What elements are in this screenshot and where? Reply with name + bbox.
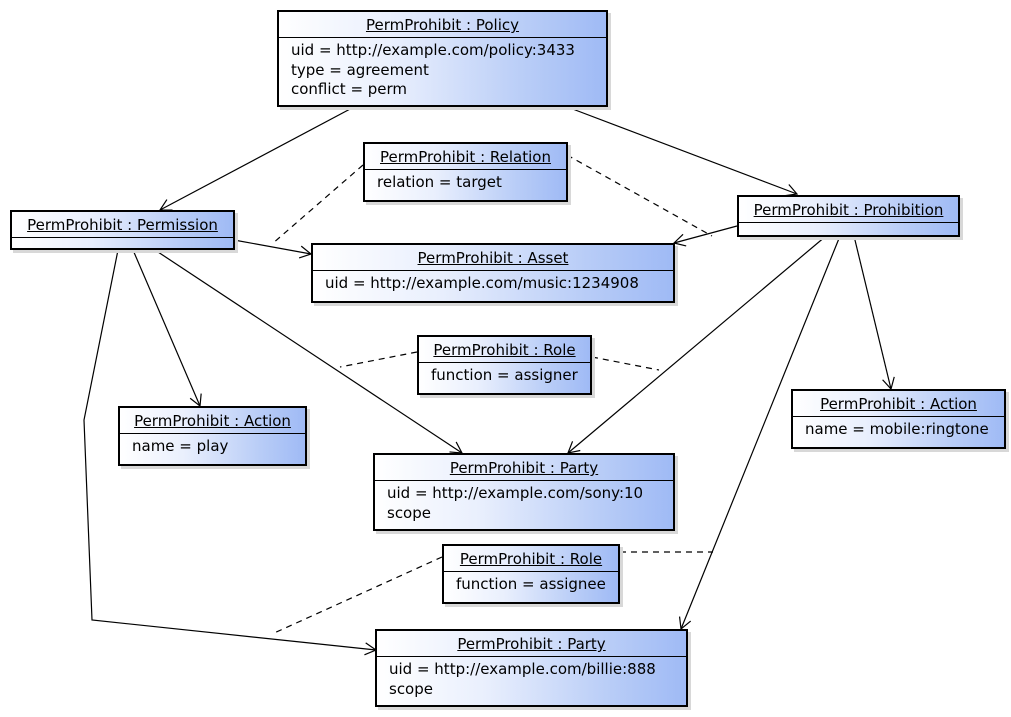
permission-node[interactable]: PermProhibit : Permission [10, 210, 235, 250]
asset-uid: uid = http://example.com/music:1234908 [325, 274, 639, 292]
permission-title: PermProhibit : Permission [12, 212, 233, 238]
relation-value: relation = target [377, 173, 502, 191]
edge-permission-party-sony [154, 249, 464, 454]
dashed-relation-permission-asset [271, 164, 364, 245]
policy-node[interactable]: PermProhibit : Policy uid = http://examp… [277, 10, 608, 107]
asset-title: PermProhibit : Asset [313, 245, 673, 271]
relation-title: PermProhibit : Relation [365, 144, 566, 170]
role-assignee-attributes: function = assignee [444, 572, 618, 597]
action-play-node[interactable]: PermProhibit : Action name = play [118, 406, 307, 466]
party-sony-attributes: uid = http://example.com/sony:10 scope [375, 481, 673, 525]
policy-type: type = agreement [291, 60, 429, 79]
edge-prohibition-party-billie [678, 235, 841, 631]
action-ringtone-node[interactable]: PermProhibit : Action name = mobile:ring… [791, 389, 1006, 449]
edge-permission-party-billie [83, 249, 378, 656]
prohibition-title: PermProhibit : Prohibition [739, 197, 958, 223]
dashed-relation-prohibition-asset [566, 154, 713, 237]
policy-attributes: uid = http://example.com/policy:3433 typ… [279, 38, 606, 102]
action-play-title: PermProhibit : Action [120, 408, 305, 434]
edge-prohibition-action-ringtone [853, 235, 895, 391]
action-ringtone-title: PermProhibit : Action [793, 391, 1004, 417]
party-billie-attributes: uid = http://example.com/billie:888 scop… [377, 657, 686, 701]
party-sony-node[interactable]: PermProhibit : Party uid = http://exampl… [373, 453, 675, 531]
party-sony-uid: uid = http://example.com/sony:10 [387, 484, 644, 502]
asset-node[interactable]: PermProhibit : Asset uid = http://exampl… [311, 243, 675, 303]
policy-conflict: conflict = perm [291, 80, 408, 98]
action-ringtone-attributes: name = mobile:ringtone [793, 417, 1004, 442]
edge-policy-prohibition [569, 107, 799, 197]
role-assigner-attributes: function = assigner [419, 363, 590, 388]
action-play-name: name = play [132, 437, 229, 455]
role-assigner-function: function = assigner [431, 366, 578, 384]
party-sony-title: PermProhibit : Party [375, 455, 673, 481]
role-assigner-node[interactable]: PermProhibit : Role function = assigner [417, 335, 592, 395]
relation-node[interactable]: PermProhibit : Relation relation = targe… [363, 142, 568, 202]
dashed-role-assignee-left [271, 556, 443, 635]
party-sony-scope: scope [387, 503, 431, 522]
role-assignee-function: function = assignee [456, 575, 606, 593]
role-assignee-node[interactable]: PermProhibit : Role function = assignee [442, 544, 620, 604]
edge-policy-permission [158, 107, 353, 211]
permission-attributes [12, 238, 233, 250]
role-assignee-title: PermProhibit : Role [444, 546, 618, 572]
edge-prohibition-asset [672, 225, 738, 247]
party-billie-scope: scope [389, 679, 433, 698]
role-assigner-title: PermProhibit : Role [419, 337, 590, 363]
party-billie-uid: uid = http://example.com/billie:888 [389, 660, 656, 678]
policy-title: PermProhibit : Policy [279, 12, 606, 38]
prohibition-node[interactable]: PermProhibit : Prohibition [737, 195, 960, 237]
edge-permission-asset [233, 239, 313, 259]
action-play-attributes: name = play [120, 434, 305, 459]
relation-attributes: relation = target [365, 170, 566, 195]
dashed-role-assigner-right [591, 356, 660, 371]
action-ringtone-name: name = mobile:ringtone [805, 420, 989, 438]
party-billie-title: PermProhibit : Party [377, 631, 686, 657]
asset-attributes: uid = http://example.com/music:1234908 [313, 271, 673, 296]
edge-permission-action-play [132, 249, 202, 408]
policy-uid: uid = http://example.com/policy:3433 [291, 41, 575, 59]
party-billie-node[interactable]: PermProhibit : Party uid = http://exampl… [375, 629, 688, 707]
edge-prohibition-party-sony [567, 235, 827, 454]
prohibition-attributes [739, 223, 958, 235]
dashed-role-assigner-left [339, 351, 418, 368]
